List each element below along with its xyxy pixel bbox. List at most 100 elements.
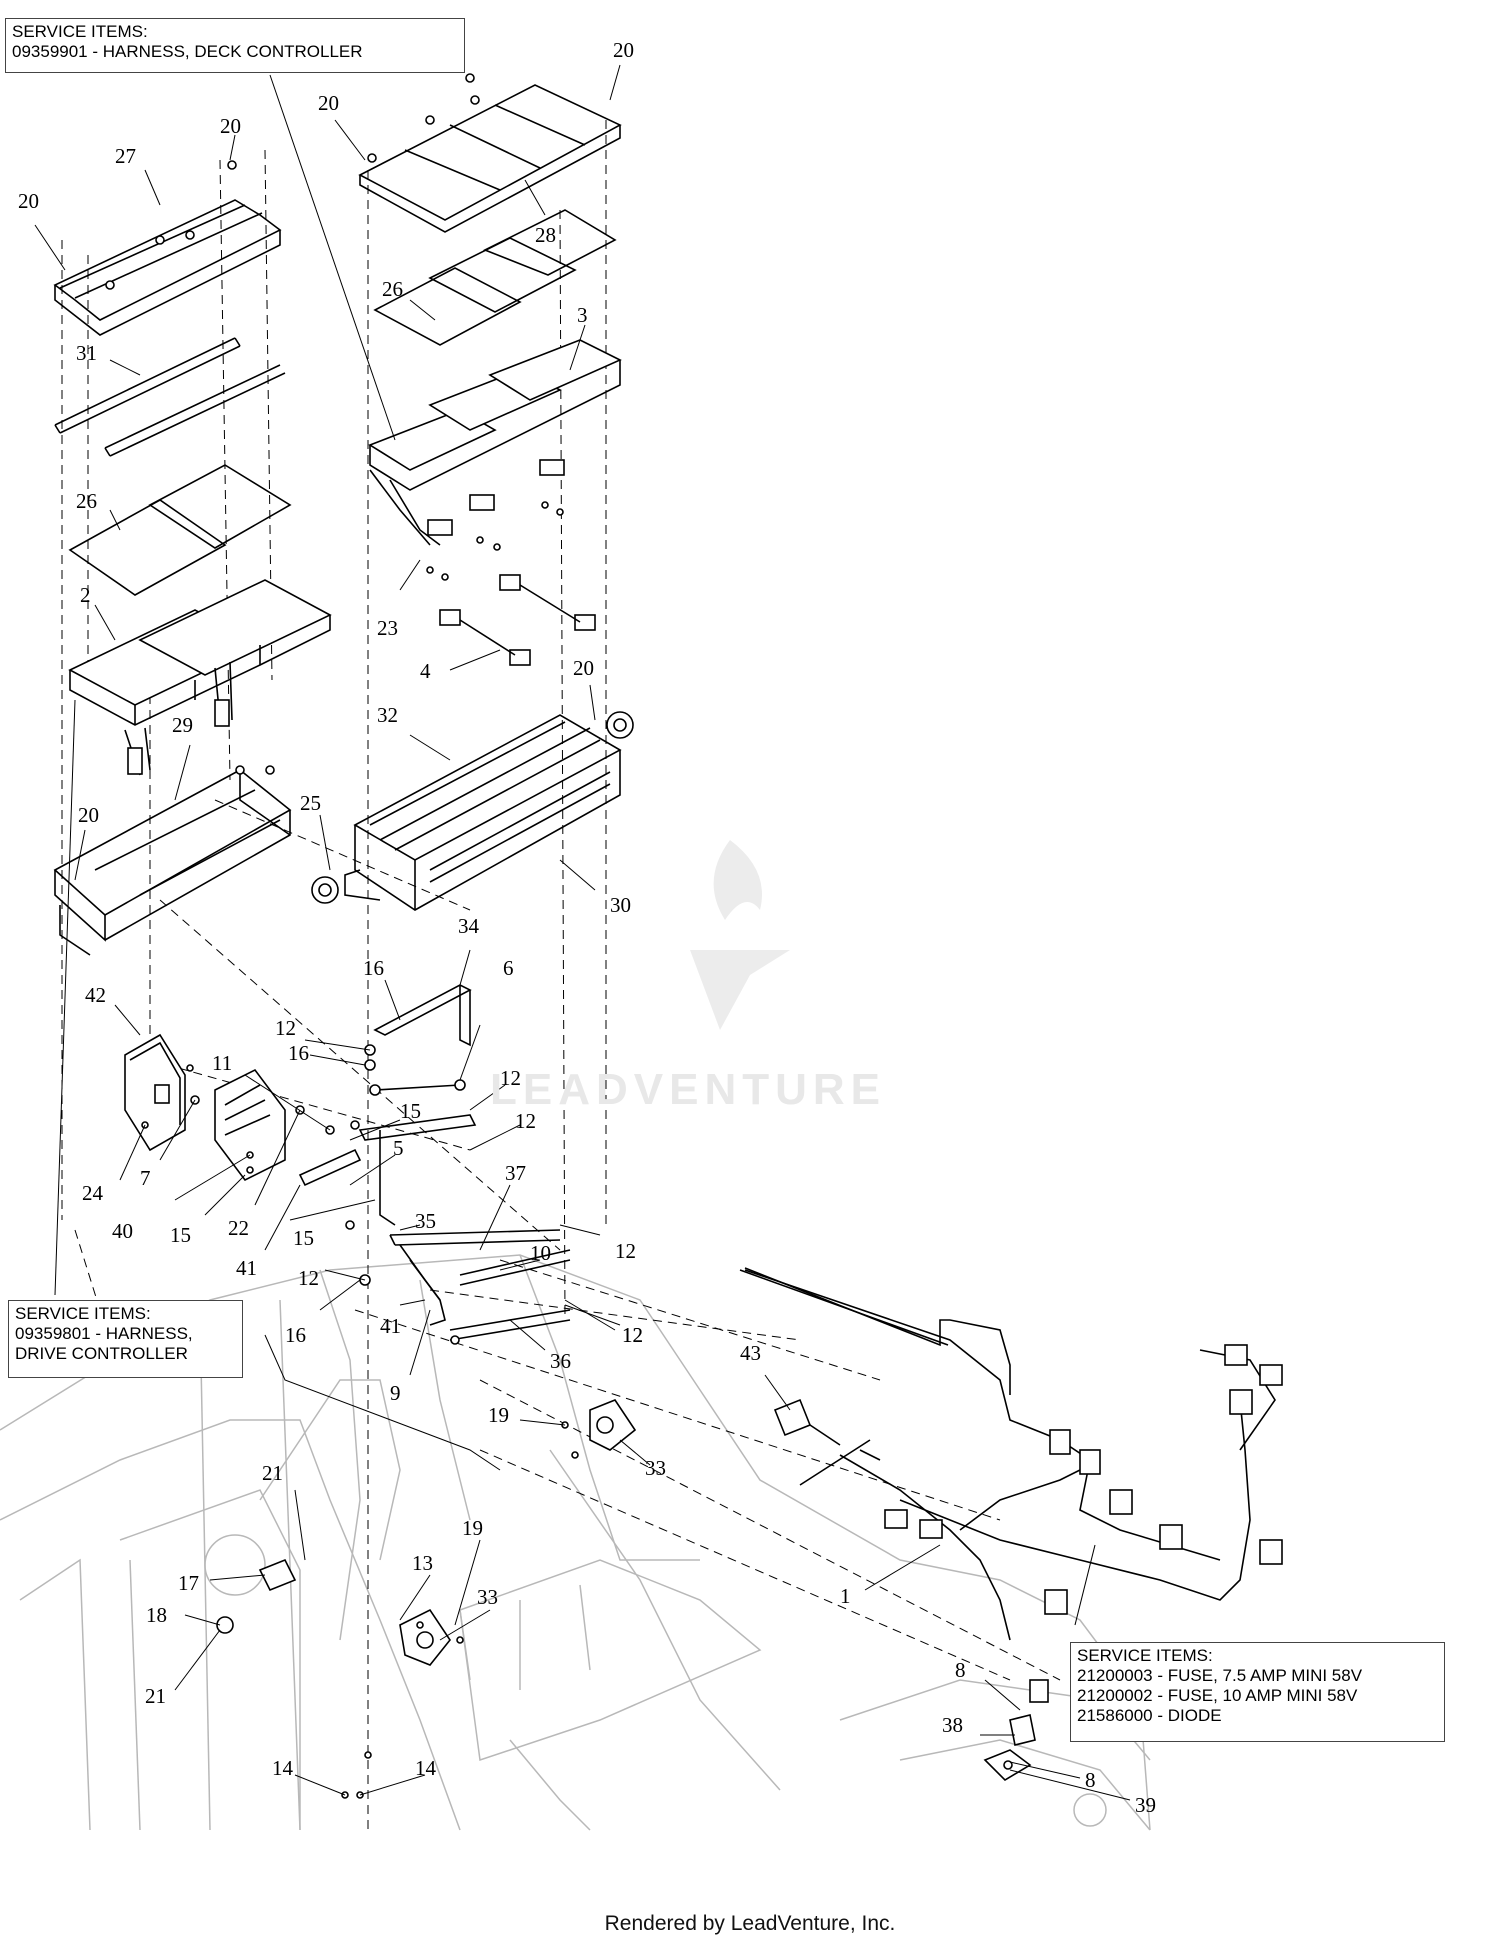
harness-1 [739,1269,1283,1703]
service-box-deck-controller: SERVICE ITEMS: 09359901 - HARNESS, DECK … [5,18,465,73]
footer-credit: Rendered by LeadVenture, Inc. [604,1912,896,1935]
service-box-title: SERVICE ITEMS: [12,22,148,41]
callout: 43 [740,1341,761,1365]
part-39 [983,1749,1032,1782]
part-17 [258,1558,297,1592]
callout: 16 [285,1323,306,1347]
callout: 18 [146,1603,167,1627]
callout: 20 [613,38,634,62]
callout: 20 [78,803,99,827]
callout: 12 [298,1266,319,1290]
callout: 22 [228,1216,249,1240]
callout: 20 [573,656,594,680]
callout: 33 [645,1456,666,1480]
relay-33-lower [399,1608,451,1666]
callout: 24 [82,1181,104,1205]
callout: 32 [377,703,398,727]
watermark-text: LEADVENTURE [490,1065,887,1114]
callout: 21 [145,1684,166,1708]
service-box-line: 21200003 - FUSE, 7.5 AMP MINI 58V [1077,1666,1363,1685]
callout: 9 [390,1381,401,1405]
callout: 38 [942,1713,963,1737]
controller-42 [124,1033,186,1152]
pad-26-left [68,464,292,596]
callout: 1 [840,1584,851,1608]
harness-4 [439,574,596,666]
service-box-line: DRIVE CONTROLLER [15,1344,188,1363]
callout: 12 [622,1323,643,1347]
battery-2 [68,579,332,776]
callout: 20 [18,189,39,213]
diode-38 [1009,1714,1036,1746]
callout: 5 [393,1136,404,1160]
callout: 20 [318,91,339,115]
callout: 6 [503,956,514,980]
pad-26-right [373,209,617,346]
callout: 13 [412,1551,433,1575]
callout: 16 [288,1041,309,1065]
callout: 15 [400,1099,421,1123]
callout: 4 [420,659,431,683]
bracket-5 [298,1114,477,1226]
callout-labels: 20 27 20 20 20 28 31 26 3 26 2 23 4 20 2… [18,38,1156,1817]
callout: 19 [488,1403,509,1427]
service-box-fuses: SERVICE ITEMS: 21200003 - FUSE, 7.5 AMP … [1070,1642,1445,1742]
callout: 37 [505,1161,526,1185]
cover-27 [53,160,282,336]
callout: 40 [112,1219,133,1243]
callout: 10 [530,1241,551,1265]
callout: 28 [535,223,556,247]
leader-lines [34,64,1131,1801]
service-box-line: 21200002 - FUSE, 10 AMP MINI 58V [1077,1686,1358,1705]
service-box-line: 09359801 - HARNESS, [15,1324,193,1343]
callout: 11 [212,1051,232,1075]
callout: 14 [272,1756,294,1780]
callout: 19 [462,1516,483,1540]
part-43 [773,1398,841,1446]
service-box-line: 09359901 - HARNESS, DECK CONTROLLER [12,42,363,61]
callout: 26 [382,277,403,301]
callout: 8 [955,1658,966,1682]
cable-6 [369,1079,466,1096]
watermark-logo [690,840,790,1030]
cover-28 [358,73,622,233]
callout: 12 [275,1016,296,1040]
callout: 17 [178,1571,199,1595]
callout: 27 [115,144,136,168]
callout: 31 [76,341,97,365]
callout: 2 [80,583,91,607]
battery-3 [368,339,622,581]
strip-31 [54,337,286,457]
callout: 41 [380,1314,401,1338]
service-box-title: SERVICE ITEMS: [15,1304,151,1323]
callout: 12 [515,1109,536,1133]
callout: 20 [220,114,241,138]
service-box-line: 21586000 - DIODE [1077,1706,1222,1725]
callout: 29 [172,713,193,737]
callout: 23 [377,616,398,640]
tray-29 [53,765,292,956]
bracket-9 [409,1259,446,1326]
callout: 12 [622,1323,643,1347]
callout: 26 [76,489,97,513]
callout: 39 [1135,1793,1156,1817]
controller-40 [214,1068,286,1182]
callout: 33 [477,1585,498,1609]
service-box-drive-controller: SERVICE ITEMS: 09359801 - HARNESS, DRIVE… [8,1300,243,1378]
callout: 36 [550,1349,571,1373]
callout: 16 [363,956,384,980]
part-18 [216,1616,234,1634]
bracket-37 [459,1249,571,1286]
callout: 12 [615,1239,636,1263]
callout: 15 [293,1226,314,1250]
callout: 12 [500,1066,521,1090]
callout: 7 [140,1166,151,1190]
callout: 41 [236,1256,257,1280]
callout: 42 [85,983,106,1007]
callout: 34 [458,914,480,938]
harness-wire [744,1267,1011,1395]
callout: 21 [262,1461,283,1485]
relay-33-upper [589,1399,637,1451]
callout: 14 [415,1756,437,1780]
